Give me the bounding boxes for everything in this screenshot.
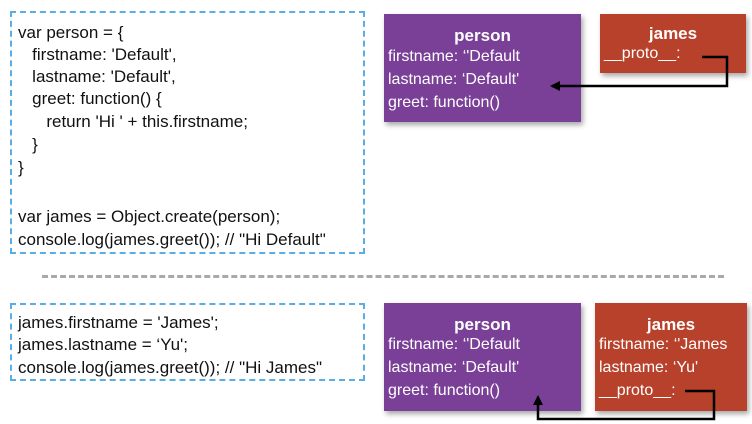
code-line: }	[18, 135, 38, 154]
object-property: lastname: ‘Default'	[388, 71, 520, 88]
code-line: greet: function() {	[18, 89, 162, 108]
object-title: person	[454, 315, 511, 334]
code-line: var person = {	[18, 23, 124, 42]
top-person-object: person firstname: ‘'Default lastname: ‘D…	[384, 14, 581, 122]
code-line: james.firstname = 'James';	[18, 313, 219, 332]
top-proto-arrow	[550, 55, 729, 91]
code-line: return 'Hi ' + this.firstname;	[18, 112, 248, 131]
object-property: __proto__:	[604, 45, 681, 62]
object-property: firstname: ‘'Default	[388, 336, 520, 353]
top-code-block: var person = { firstname: 'Default', las…	[10, 11, 365, 254]
top-james-object: james __proto__:	[600, 14, 746, 73]
object-property: greet: function()	[388, 382, 501, 399]
bottom-proto-arrow	[533, 389, 716, 421]
object-property: firstname: ‘'Default	[388, 48, 520, 65]
object-property: __proto__:	[599, 382, 676, 399]
object-title: person	[454, 26, 511, 45]
object-property: lastname: ‘Yu'	[599, 359, 699, 376]
code-line: var james = Object.create(person);	[18, 207, 281, 226]
bottom-person-object: person firstname: ‘'Default lastname: ‘D…	[384, 303, 581, 411]
code-line: console.log(james.greet()); // "Hi James…	[18, 358, 322, 377]
code-line: }	[18, 158, 24, 177]
bottom-code-block: james.firstname = 'James'; james.lastnam…	[10, 303, 365, 381]
object-property: firstname: ‘'James	[599, 336, 728, 353]
object-title: james	[646, 315, 696, 334]
code-line: lastname: 'Default',	[18, 67, 176, 86]
object-property: lastname: ‘Default'	[388, 359, 520, 376]
code-line: james.lastname = ‘Yu';	[18, 335, 189, 354]
section-divider	[42, 275, 724, 278]
object-title: james	[648, 24, 698, 43]
bottom-james-object: james firstname: ‘'James lastname: ‘Yu' …	[595, 303, 747, 411]
code-line: firstname: 'Default',	[18, 45, 177, 64]
code-line: console.log(james.greet()); // "Hi Defau…	[18, 230, 326, 249]
object-property: greet: function()	[388, 94, 501, 111]
